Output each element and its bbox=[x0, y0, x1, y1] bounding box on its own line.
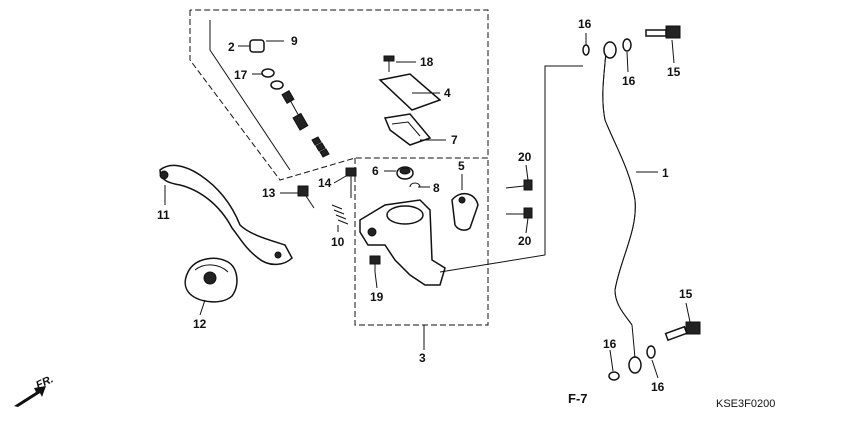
oil-bolt-lower[interactable] bbox=[664, 321, 701, 342]
leader-lines bbox=[164, 33, 691, 379]
callout-9: 9 bbox=[291, 34, 298, 48]
callout-17: 17 bbox=[234, 68, 248, 82]
callout-11: 11 bbox=[157, 208, 170, 222]
sealing-washers[interactable] bbox=[582, 38, 656, 381]
callout-16-d: 16 bbox=[651, 380, 665, 394]
callout-14: 14 bbox=[318, 176, 332, 190]
reference-label: F-7 bbox=[568, 391, 588, 406]
callout-20-upper: 20 bbox=[518, 150, 532, 164]
group-3-outline bbox=[354, 158, 489, 326]
callout-10: 10 bbox=[331, 235, 345, 249]
callout-15-lower: 15 bbox=[679, 287, 693, 301]
master-cylinder-body[interactable] bbox=[359, 199, 446, 286]
callout-19: 19 bbox=[370, 290, 384, 304]
callout-13: 13 bbox=[262, 186, 276, 200]
callout-2: 2 bbox=[228, 40, 235, 54]
brake-lever[interactable] bbox=[159, 164, 293, 266]
group-9-inner bbox=[209, 20, 291, 171]
callout-16-a: 16 bbox=[578, 17, 592, 31]
callout-7: 7 bbox=[451, 133, 458, 147]
lever-pivot-nut[interactable] bbox=[297, 185, 315, 209]
callout-16-c: 16 bbox=[603, 337, 617, 351]
brake-hose[interactable] bbox=[602, 41, 642, 374]
reservoir-grommet[interactable] bbox=[396, 166, 414, 180]
callout-20-lower: 20 bbox=[518, 234, 532, 248]
front-arrow: FR. bbox=[14, 373, 55, 407]
callout-1: 1 bbox=[662, 166, 669, 180]
callout-15-upper: 15 bbox=[667, 65, 681, 79]
retaining-clip[interactable] bbox=[409, 182, 421, 188]
callout-3: 3 bbox=[419, 351, 426, 365]
group-9-outline bbox=[189, 9, 489, 181]
callouts: 1 2 3 4 5 6 7 8 9 10 11 12 13 14 15 15 1… bbox=[157, 17, 693, 394]
front-label: FR. bbox=[34, 373, 55, 391]
diagram-code: KSE3F0200 bbox=[716, 398, 775, 410]
callout-5: 5 bbox=[458, 159, 465, 173]
cylinder-holder[interactable] bbox=[451, 193, 479, 231]
diaphragm-plate[interactable] bbox=[383, 113, 432, 146]
callout-16-b: 16 bbox=[622, 74, 636, 88]
lever-spring[interactable] bbox=[331, 204, 349, 225]
piston-set[interactable] bbox=[249, 39, 330, 158]
callout-4: 4 bbox=[444, 86, 451, 100]
callout-8: 8 bbox=[433, 181, 440, 195]
callout-12: 12 bbox=[193, 317, 207, 331]
callout-6: 6 bbox=[372, 164, 379, 178]
reservoir-cap[interactable] bbox=[378, 73, 442, 111]
group-outlines bbox=[189, 9, 489, 326]
cap-screw[interactable] bbox=[383, 55, 395, 72]
lever-pivot-cover[interactable] bbox=[184, 257, 238, 303]
holder-bolt[interactable] bbox=[369, 255, 381, 272]
oil-bolt-upper[interactable] bbox=[645, 25, 681, 39]
holder-bolts[interactable] bbox=[505, 179, 533, 219]
lever-pivot-bolt[interactable] bbox=[345, 167, 357, 198]
callout-18: 18 bbox=[420, 55, 434, 69]
